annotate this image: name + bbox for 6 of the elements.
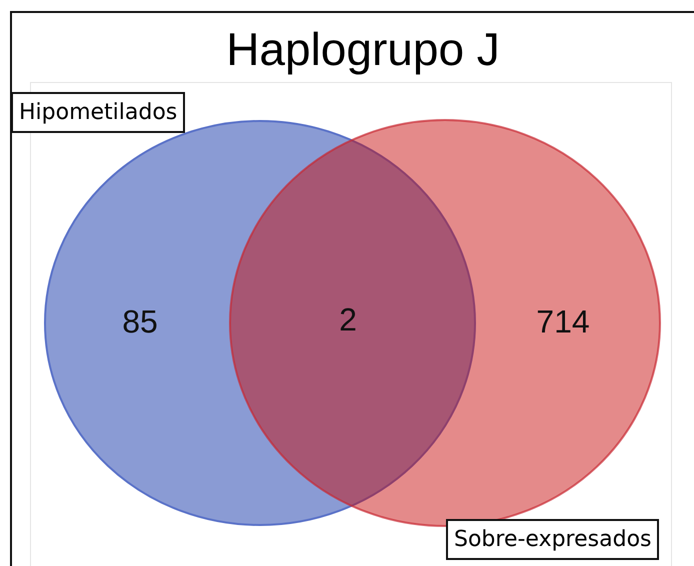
count-label: 85 <box>122 304 158 340</box>
set-label: Hipometilados <box>11 92 186 133</box>
count-label: 2 <box>339 302 357 338</box>
chart-title: Haplogrupo J <box>225 22 501 76</box>
count-label: 714 <box>536 304 590 340</box>
set-label: Sobre-expresados <box>446 519 660 560</box>
